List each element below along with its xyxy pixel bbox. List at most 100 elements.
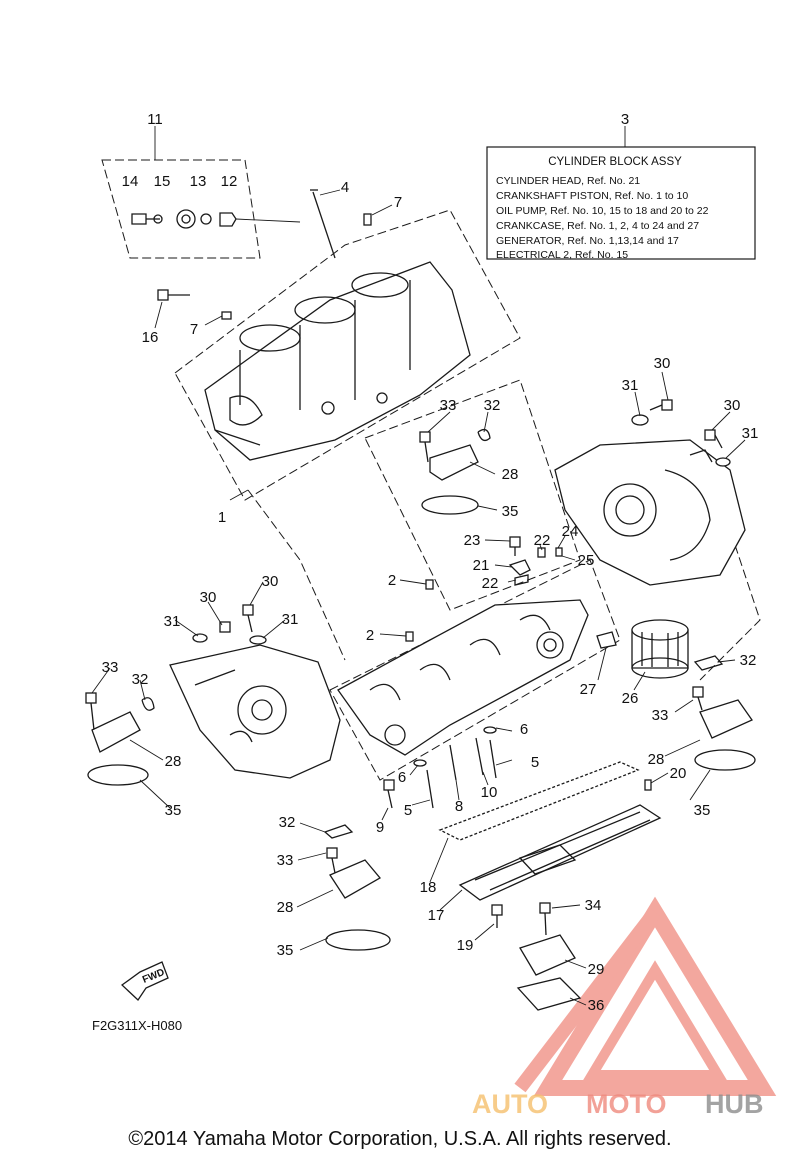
left-case-boundary: [247, 489, 346, 661]
callout-5a: 5: [531, 754, 539, 771]
callout-29: 29: [588, 961, 605, 978]
callout-1: 1: [218, 509, 226, 526]
forward-arrow-icon: FWD: [120, 961, 169, 1001]
callout-30b: 30: [724, 397, 741, 414]
copyright-notice: ©2014 Yamaha Motor Corporation, U.S.A. A…: [128, 1128, 672, 1150]
callout-5b: 5: [404, 802, 412, 819]
callout-21: 21: [473, 557, 490, 574]
legend-line-5: GENERATOR, Ref. No. 1,13,14 and 17: [496, 235, 679, 247]
callout-14: 14: [122, 173, 139, 190]
callout-31d: 31: [282, 611, 299, 628]
callout-3: 3: [621, 111, 629, 128]
callout-33d: 33: [277, 852, 294, 869]
oil-pan: [458, 804, 662, 901]
callout-30a: 30: [654, 355, 671, 372]
callout-33c: 33: [102, 659, 119, 676]
watermark-part-b: MOTO: [586, 1089, 667, 1119]
callout-7a: 7: [394, 194, 402, 211]
callout-36: 36: [588, 997, 605, 1014]
dowel-pin-20: [644, 779, 652, 791]
callout-16: 16: [142, 329, 159, 346]
callout-20: 20: [670, 765, 687, 782]
sub-assembly-11-parts: [131, 209, 301, 229]
legend-line-4: CRANKCASE, Ref. No. 1, 2, 4 to 24 and 27: [496, 220, 699, 232]
crankcase-bolts: [383, 726, 497, 809]
callout-25: 25: [578, 552, 595, 569]
cylinder-assembly-boundary: [174, 209, 521, 501]
callout-18: 18: [420, 879, 437, 896]
dowel-pin-left: [221, 311, 232, 320]
engine-mount-left: [85, 692, 155, 786]
diagram-code: F2G311X-H080: [92, 1018, 182, 1033]
callout-27: 27: [580, 681, 597, 698]
callout-24: 24: [562, 523, 579, 540]
callout-33a: 33: [440, 397, 457, 414]
callout-19: 19: [457, 937, 474, 954]
legend-line-1: CYLINDER HEAD, Ref. No. 21: [496, 175, 640, 187]
callout-22a: 22: [534, 532, 551, 549]
oil-filter: [631, 619, 689, 679]
callout-numbers: 11 14 15 13 12 16 4 7 7 3 1 30 31 30 31 …: [102, 111, 759, 1014]
watermark-part-c: HUB: [705, 1089, 764, 1119]
callout-11: 11: [147, 111, 163, 128]
callout-34: 34: [585, 897, 602, 914]
callout-2b: 2: [366, 627, 374, 644]
bolt-19: [491, 904, 503, 928]
oil-filter-fitting: [596, 631, 617, 649]
right-cover-boundary: [364, 379, 581, 611]
callout-32d: 32: [279, 814, 296, 831]
callout-35c: 35: [165, 802, 182, 819]
callout-32a: 32: [484, 397, 501, 414]
callout-26: 26: [622, 690, 639, 707]
oil-pan-gasket: [438, 761, 640, 841]
callout-9: 9: [376, 819, 384, 836]
crankcase: [337, 579, 589, 756]
callout-2a: 2: [388, 572, 396, 589]
engine-mount-upper-right: [419, 428, 491, 515]
callout-8: 8: [455, 798, 463, 815]
legend-title: CYLINDER BLOCK ASSY: [548, 156, 682, 168]
callout-4: 4: [341, 179, 349, 196]
callout-32c: 32: [132, 671, 149, 688]
mount-29-assembly: [516, 902, 582, 1011]
generator-cover-right: [554, 439, 746, 586]
legend-line-6: ELECTRICAL 2, Ref. No. 15: [496, 249, 628, 261]
callout-28a: 28: [502, 466, 519, 483]
callout-22b: 22: [482, 575, 499, 592]
callout-35b: 35: [694, 802, 711, 819]
callout-7b: 7: [190, 321, 198, 338]
generator-cover-left: [169, 644, 341, 779]
legend-line-3: OIL PUMP, Ref. No. 10, 15 to 18 and 20 t…: [496, 205, 709, 217]
callout-33b: 33: [652, 707, 669, 724]
callout-6b: 6: [398, 769, 406, 786]
watermark-logo: [514, 896, 777, 1096]
callout-23: 23: [464, 532, 481, 549]
callout-32b: 32: [740, 652, 757, 669]
callout-13: 13: [190, 173, 207, 190]
legend-line-2: CRANKSHAFT PISTON, Ref. No. 1 to 10: [496, 190, 688, 202]
callout-35d: 35: [277, 942, 294, 959]
callout-28c: 28: [165, 753, 182, 770]
callout-15: 15: [154, 173, 171, 190]
cylinder-block: [204, 261, 471, 461]
callout-31a: 31: [622, 377, 639, 394]
callout-30c: 30: [262, 573, 279, 590]
callout-35a: 35: [502, 503, 519, 520]
leader-lines: [91, 126, 746, 1006]
oil-filter-boundary: [699, 544, 761, 681]
callout-30d: 30: [200, 589, 217, 606]
engine-mount-lower-center: [323, 824, 391, 951]
stud-bolt: [310, 189, 336, 259]
callout-28d: 28: [277, 899, 294, 916]
cover-bolts-left: [192, 604, 267, 645]
callout-10: 10: [481, 784, 498, 801]
callout-28b: 28: [648, 751, 665, 768]
watermark-part-a: AUTO: [472, 1089, 548, 1119]
watermark-text: AUTO MOTO HUB: [472, 1089, 764, 1119]
dowel-pin-upper: [363, 213, 372, 226]
engine-mount-lower-right: [692, 655, 756, 771]
assembly-legend-box: CYLINDER BLOCK ASSY CYLINDER HEAD, Ref. …: [486, 146, 756, 261]
callout-31c: 31: [164, 613, 181, 630]
callout-17: 17: [428, 907, 445, 924]
